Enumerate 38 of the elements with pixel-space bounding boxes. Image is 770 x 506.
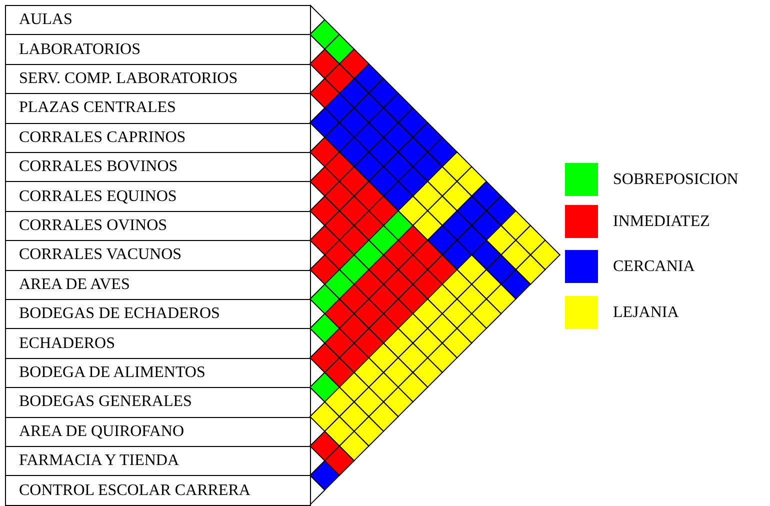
row-label: CORRALES BOVINOS	[19, 159, 178, 176]
row-label: AREA DE AVES	[19, 276, 130, 293]
activity-row	[5, 270, 311, 300]
activity-row	[5, 181, 311, 212]
activity-row	[5, 475, 311, 506]
legend-label: LEJANIA	[613, 302, 679, 322]
row-label: BODEGA DE ALIMENTOS	[19, 364, 206, 381]
row-label: CORRALES CAPRINOS	[19, 130, 186, 146]
activity-row	[5, 299, 311, 330]
activity-row	[5, 122, 311, 153]
activity-row	[5, 416, 311, 447]
legend-label: SOBREPOSICION	[613, 170, 738, 190]
row-label: PLAZAS CENTRALES	[19, 100, 176, 116]
legend-label: CERCANIA	[613, 256, 695, 276]
activity-row	[5, 93, 311, 124]
legend-label: INMEDIATEZ	[613, 212, 710, 232]
activity-row	[5, 5, 311, 36]
row-label: FARMACIA Y TIENDA	[19, 453, 180, 470]
row-label: BODEGAS DE ECHADEROS	[19, 306, 220, 322]
activity-row	[5, 64, 311, 94]
activity-row	[5, 328, 311, 359]
row-label: AREA DE QUIROFANO	[19, 424, 184, 440]
activity-row	[5, 387, 311, 418]
row-label: CORRALES EQUINOS	[19, 188, 177, 205]
activity-row	[5, 34, 311, 65]
activity-row	[5, 210, 311, 242]
row-label: LABORATORIOS	[19, 42, 140, 58]
row-label: AULAS	[19, 12, 72, 28]
row-label: SERV. COMP. LABORATORIOS	[19, 70, 238, 87]
activity-row	[5, 240, 311, 271]
row-label: CONTROL ESCOLAR CARRERA	[19, 482, 250, 499]
row-label: ECHADEROS	[19, 336, 116, 352]
activity-row	[5, 358, 311, 388]
activity-row	[5, 152, 311, 182]
row-label: CORRALES OVINOS	[19, 218, 168, 234]
row-label: CORRALES VACUNOS	[19, 247, 182, 264]
activity-row	[5, 446, 311, 476]
row-label: BODEGAS GENERALES	[19, 394, 192, 410]
